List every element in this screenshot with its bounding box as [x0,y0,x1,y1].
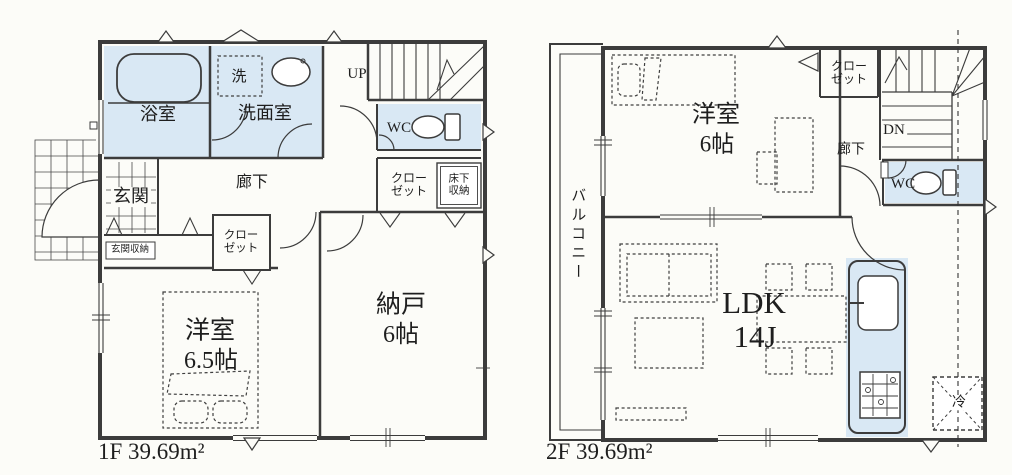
bedroom2-furniture [611,54,814,193]
toilet2-icon [880,161,957,196]
underfloor-storage-box [436,162,482,209]
hallway1-label: 廊下 [235,174,269,192]
underfloor-storage-label: 床下収納 [448,173,470,196]
floor2-area-label: 2F 39.69m² [546,439,653,464]
closet2-label: クローゼット [223,229,259,254]
washing-machine-icon [217,55,263,97]
balcony-label: バルコニー [569,187,586,283]
washroom-label: 洗面室 [238,103,292,124]
entrance-label: 玄関 [111,186,151,207]
entrance-storage-label: 玄関収納 [110,244,150,255]
floor1-vent-marks [105,29,496,452]
floor2-windows [594,100,989,447]
closet1-label: クローゼット [390,170,428,198]
balcony-rail [549,43,603,441]
storage-room-size: 6帖 [383,321,419,348]
sink-icon [271,57,311,87]
entrance-storage-box [105,241,156,260]
floor1-plan [34,29,496,452]
western-room1-size: 6.5帖 [184,347,238,374]
bathroom-label: 浴室 [140,104,176,125]
floor2-plan [549,30,998,453]
wc1-label: WC [386,119,412,136]
stove-icon [859,371,901,419]
western-room2-name: 洋室 [692,101,740,128]
floor1-interior-walls [104,42,485,438]
stairs-up-label: UP [347,65,367,82]
closet3-label: クローゼット [830,58,868,86]
floor2-vent-marks [766,35,998,453]
ldk-size: 14J [733,318,777,354]
bedroom1-furniture [162,291,259,429]
floor1-area-label: 1F 39.69m² [98,439,205,464]
entrance-door-swing [41,179,100,238]
stairs-down [882,47,986,160]
ldk-furniture [615,243,847,421]
storage-room-name: 納戸 [375,291,427,319]
laundry-label: 洗 [231,68,247,85]
stairs-up [379,42,485,101]
floor2-door-swings [839,159,907,271]
hallway2-label: 廊下 [837,142,865,158]
kitchen-counter [848,260,906,434]
bathtub-icon [116,53,202,103]
floor1-windows [89,100,490,447]
western-room2-size: 6帖 [699,131,735,157]
ldk-name: LDK [722,284,786,320]
wc2-label: WC [890,175,916,192]
stairs-down-label: DN [881,121,907,139]
floor1-door-swings [211,105,395,252]
toilet1-icon [411,113,461,141]
fridge-label: 冷 [952,395,966,411]
western-room1-name: 洋室 [184,317,236,345]
